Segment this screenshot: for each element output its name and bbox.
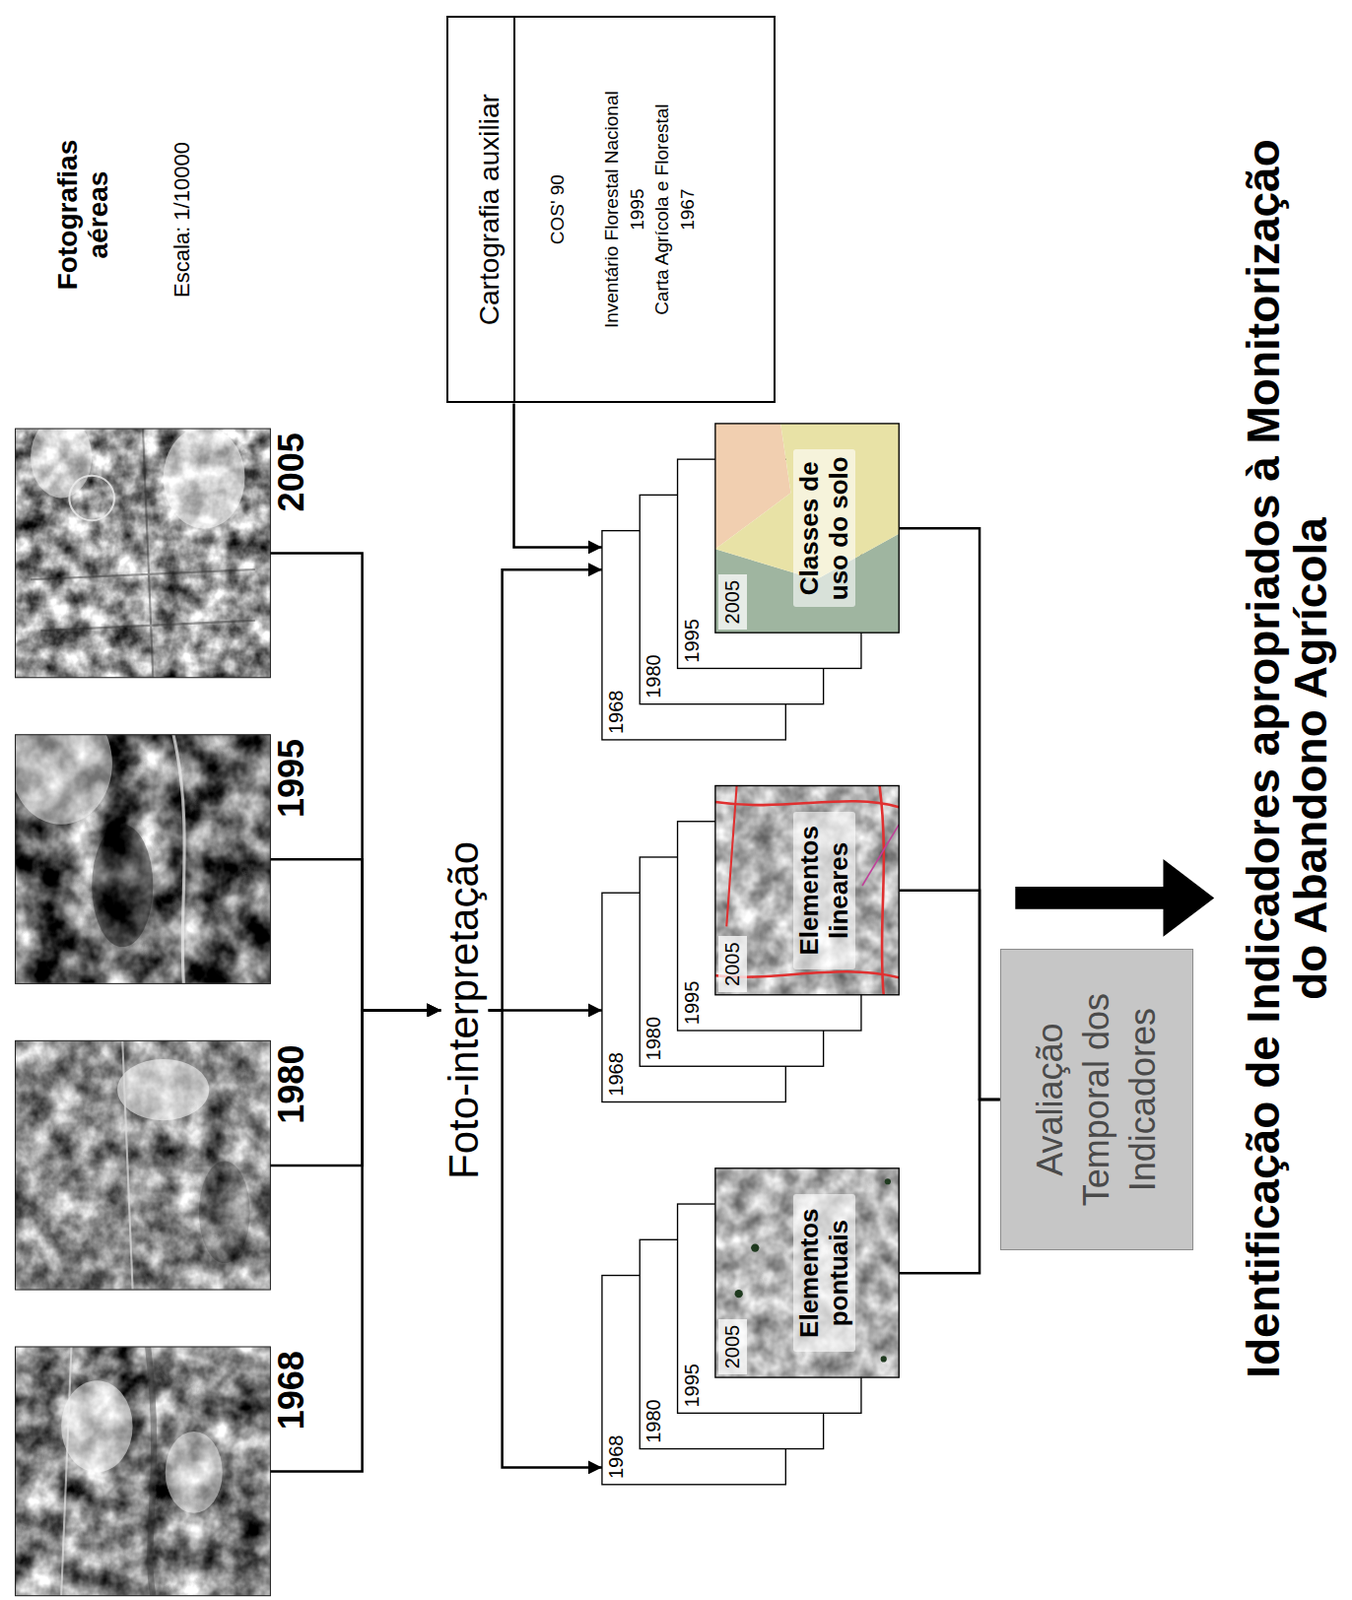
map-sheet-front: 2005 Elementos pontuais	[715, 1168, 899, 1378]
scale-note: Escala: 1/10000	[169, 91, 196, 348]
sheet-year: 1995	[677, 1357, 707, 1415]
art-part	[15, 735, 113, 825]
art-part	[68, 475, 115, 522]
map-sheet-front: 2005 Elementos lineares	[715, 786, 899, 996]
sheet-stack-points	[602, 1168, 899, 1486]
flow-connector	[488, 569, 603, 1011]
result-text: Identificação de Indicadores apropriados…	[1239, 118, 1336, 1400]
aerial-photo-2005	[15, 416, 271, 678]
aerial-photo-1995	[9, 702, 271, 985]
photo-year: 1968	[271, 1347, 312, 1597]
source-item: Carta Agrícola e Florestal	[649, 17, 676, 402]
photo-detail	[30, 428, 256, 678]
sheet-title: Classes de uso do solo	[793, 449, 857, 608]
sheet-year: 2005	[718, 574, 747, 631]
point-mark	[735, 1289, 744, 1298]
art-part	[165, 1431, 223, 1514]
sheet-year: 1995	[677, 975, 707, 1032]
art-part	[122, 1040, 133, 1290]
art-part	[91, 824, 153, 947]
evaluation-box: Avaliação Temporal dos Indicadores	[1000, 948, 1195, 1250]
flow-connector	[898, 1099, 1001, 1274]
sheet-year: 1980	[639, 1393, 669, 1450]
source-box: Cartografia auxiliarCOS' 90 Inventário Fl…	[446, 15, 776, 404]
art-part	[715, 801, 899, 808]
sheet-year: 1980	[639, 1011, 669, 1068]
aerial-photo: 1980	[15, 1041, 271, 1291]
source-item: 1967	[675, 17, 701, 402]
flow-connector	[898, 890, 1001, 1100]
sheet-year: 2005	[718, 1319, 747, 1376]
sheet-year: 1980	[639, 648, 669, 705]
art-part	[862, 824, 899, 886]
photo-frame	[15, 428, 271, 678]
sheet-title: Elementos pontuais	[793, 1194, 857, 1352]
aerial-photo: 1995	[15, 735, 271, 985]
photo-year: 1995	[271, 735, 312, 985]
aerial-photo-1980	[15, 1040, 271, 1290]
photo-texture	[15, 1347, 271, 1597]
art-part	[726, 786, 737, 928]
art-part	[61, 1347, 71, 1597]
connector-group	[270, 403, 1000, 1472]
photo-detail	[117, 1040, 251, 1290]
process-label: Foto-interpretação	[440, 841, 488, 1180]
source-item: 1995	[624, 17, 651, 402]
art-part	[30, 428, 92, 498]
box-text: Avaliação Temporal dos Indicadores	[1027, 959, 1166, 1239]
art-part	[199, 1161, 251, 1265]
art-part	[117, 1059, 209, 1121]
flow-connector	[514, 403, 603, 547]
photo-detail	[15, 735, 186, 985]
flow-connector	[898, 528, 1001, 1100]
sheet-image	[715, 1168, 899, 1378]
aerial-photo-1968	[15, 1347, 271, 1597]
aerial-photo: 1968	[15, 1347, 271, 1597]
photo-frame	[15, 735, 271, 985]
sheet-year: 1968	[602, 1429, 631, 1487]
sheet-image	[715, 786, 899, 996]
point-mark	[750, 1243, 759, 1252]
sheet-year: 1968	[602, 684, 631, 742]
photo-year: 2005	[271, 428, 312, 678]
flow-connector	[488, 1010, 603, 1468]
art-part	[879, 786, 884, 996]
photo-year: 1980	[271, 1041, 312, 1291]
sheet-year: 1968	[602, 1046, 631, 1103]
process-step: Foto-interpretação	[440, 841, 488, 1180]
map-sheet-front: 2005 Classes de uso do solo	[715, 423, 899, 633]
sheet-stack-lines	[602, 786, 899, 1103]
photo-frame	[15, 1040, 271, 1290]
sheet-outline	[715, 786, 899, 996]
art-part	[61, 1380, 133, 1473]
aerial-photo: 2005	[15, 428, 271, 678]
sheet-year: 2005	[718, 936, 747, 993]
point-mark	[880, 1355, 887, 1362]
art-part	[163, 428, 246, 529]
flow-connector	[270, 553, 441, 1012]
sheet-outline	[715, 423, 899, 633]
source-item: COS' 90	[515, 17, 571, 402]
art-part	[173, 735, 185, 985]
photo-detail	[61, 1347, 223, 1597]
point-mark	[884, 1178, 891, 1185]
photo-frame	[15, 1347, 271, 1597]
sheet-year: 1995	[677, 612, 707, 670]
flow-connector	[270, 859, 441, 1011]
sheet-outline	[715, 1168, 899, 1378]
big-arrow	[1014, 859, 1215, 938]
sheet-title: Elementos lineares	[793, 811, 857, 970]
art-part	[30, 428, 256, 678]
box-heading: Cartografia auxiliar	[448, 17, 516, 402]
column-heading: Fotografias aéreas	[53, 116, 115, 314]
art-part	[147, 1347, 154, 1597]
sheet-stack-landuse	[602, 423, 899, 741]
source-item: Inventário Florestal Nacional	[599, 17, 625, 402]
linear-features	[715, 786, 899, 996]
flow-connector	[488, 1009, 603, 1013]
photo-texture	[15, 1040, 271, 1290]
